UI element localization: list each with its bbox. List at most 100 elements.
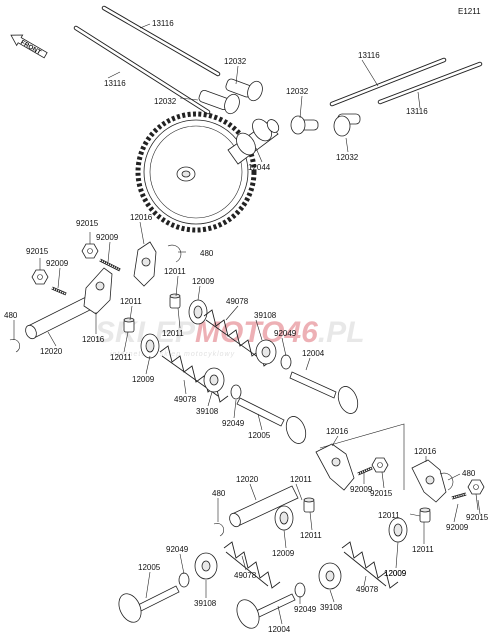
camshaft xyxy=(227,118,280,165)
part-number-label: 92015 xyxy=(370,489,393,498)
part-number-label: 480 xyxy=(4,311,18,320)
rocker-arm-right-2 xyxy=(411,459,447,503)
valve-cotter-upper-2 xyxy=(230,384,242,400)
pivot-12011-c xyxy=(303,497,315,513)
part-number-label: 92049 xyxy=(274,329,297,338)
watermark-part3: .PL xyxy=(318,316,365,349)
valve-cotter-lower-1 xyxy=(178,572,190,588)
valve-exhaust-upper xyxy=(289,371,359,414)
part-number-label: 480 xyxy=(462,469,476,478)
part-number-label: 39108 xyxy=(254,311,277,320)
part-number-label: 39108 xyxy=(196,407,219,416)
adjust-screw-left-a xyxy=(99,258,121,272)
part-number-label: 12011 xyxy=(412,545,434,554)
part-number-label: 92049 xyxy=(222,419,245,428)
part-number-label: 12016 xyxy=(414,447,437,456)
part-number-label: 92009 xyxy=(350,485,373,494)
part-number-label: 13116 xyxy=(406,107,428,116)
circlip-left-480 xyxy=(9,339,20,353)
push-rod-right-a xyxy=(329,57,447,107)
svg-text:SKLEPMOTO46.PL: SKLEPMOTO46.PL xyxy=(95,316,365,349)
diagram-reference-code: E1211 xyxy=(458,7,481,16)
pivot-12011-d xyxy=(419,507,431,523)
part-number-label: 12016 xyxy=(326,427,349,436)
part-number-label: 12011 xyxy=(290,475,312,484)
part-number-label: 49078 xyxy=(226,297,249,306)
part-number-label: 12009 xyxy=(384,569,407,578)
part-number-label: 12005 xyxy=(248,431,271,440)
part-number-label: 480 xyxy=(200,249,214,258)
valve-spring-lower-1 xyxy=(223,541,281,589)
lock-nut-right-a xyxy=(371,457,389,473)
part-number-label: 12004 xyxy=(302,349,325,358)
part-number-label: 92049 xyxy=(294,605,317,614)
part-number-label: 12032 xyxy=(286,87,309,96)
part-number-label: 39108 xyxy=(194,599,217,608)
spring-retainer-lower-1 xyxy=(194,552,218,580)
lock-nut-left-a xyxy=(81,243,99,259)
spring-retainer-upper-1 xyxy=(255,339,277,365)
part-number-label: 12032 xyxy=(224,57,247,66)
part-number-label: 12009 xyxy=(384,569,407,578)
rocker-bracket-outline xyxy=(319,423,405,490)
tappet-right-2 xyxy=(333,113,361,137)
pivot-12011-a xyxy=(169,293,181,309)
part-number-label: 12004 xyxy=(268,625,291,634)
rocker-shaft-lower xyxy=(229,485,299,528)
front-direction-arrow: FRONT xyxy=(10,34,48,59)
push-rod-right-b xyxy=(377,61,483,105)
valve-seal-12009-lower-1 xyxy=(274,505,294,531)
part-number-label: 92015 xyxy=(26,247,49,256)
rocker-shaft-left xyxy=(25,293,99,340)
part-number-label: 39108 xyxy=(320,603,343,612)
tappet-right-1 xyxy=(290,115,319,135)
part-number-label: 12009 xyxy=(272,549,295,558)
part-number-label: 12011 xyxy=(110,353,132,362)
camshaft-gear xyxy=(135,111,257,233)
part-number-label: 49078 xyxy=(174,395,197,404)
push-rod-left-b xyxy=(73,25,211,115)
part-number-label: 92009 xyxy=(446,523,469,532)
spring-retainer-lower-2 xyxy=(318,562,342,590)
part-number-label: 49078 xyxy=(356,585,379,594)
rocker-arm-left-upper xyxy=(133,241,157,287)
valve-exhaust-lower xyxy=(236,593,296,629)
part-number-label: 12011 xyxy=(300,531,322,540)
valve-cotter-lower-2 xyxy=(294,582,306,598)
part-number-label: 92009 xyxy=(96,233,119,242)
tappet-upper-1 xyxy=(198,89,240,115)
part-number-label: 12011 xyxy=(162,329,184,338)
rocker-arm-right-1 xyxy=(315,443,355,491)
part-number-label: 13116 xyxy=(358,51,380,60)
part-number-label: 12016 xyxy=(82,335,105,344)
part-number-label: 12032 xyxy=(336,153,359,162)
part-number-label: 92015 xyxy=(76,219,99,228)
front-label: FRONT xyxy=(19,39,42,56)
spring-retainer-upper-2 xyxy=(203,367,225,393)
pivot-12011-b xyxy=(123,317,135,333)
lock-nut-left-b xyxy=(31,269,49,285)
valve-spring-lower-2 xyxy=(341,541,399,589)
valve-seal-12009-upper xyxy=(188,299,208,325)
part-number-label: 12005 xyxy=(138,563,161,572)
part-number-label: 12011 xyxy=(378,511,400,520)
valve-seal-12009-mid xyxy=(140,333,160,359)
part-number-label: 92049 xyxy=(166,545,189,554)
part-number-label: 13116 xyxy=(104,79,126,88)
leader-lines xyxy=(13,23,481,625)
part-number-label: 92009 xyxy=(46,259,69,268)
circlip-upper-480 xyxy=(167,244,182,263)
valve-seal-12009-lower-2 xyxy=(388,517,408,543)
lock-nut-right-b xyxy=(467,479,485,495)
rocker-arm-left-lower xyxy=(83,267,113,315)
part-number-label: 12044 xyxy=(248,163,271,172)
part-number-label: 12020 xyxy=(236,475,259,484)
part-number-label: 12032 xyxy=(154,97,177,106)
part-number-label: 12009 xyxy=(132,375,155,384)
valve-cotter-upper-1 xyxy=(280,354,292,370)
valve-intake-lower xyxy=(118,585,180,623)
adjust-screw-left-b xyxy=(51,286,67,296)
part-number-label: 12016 xyxy=(130,213,153,222)
push-rod-left-a xyxy=(101,5,221,77)
